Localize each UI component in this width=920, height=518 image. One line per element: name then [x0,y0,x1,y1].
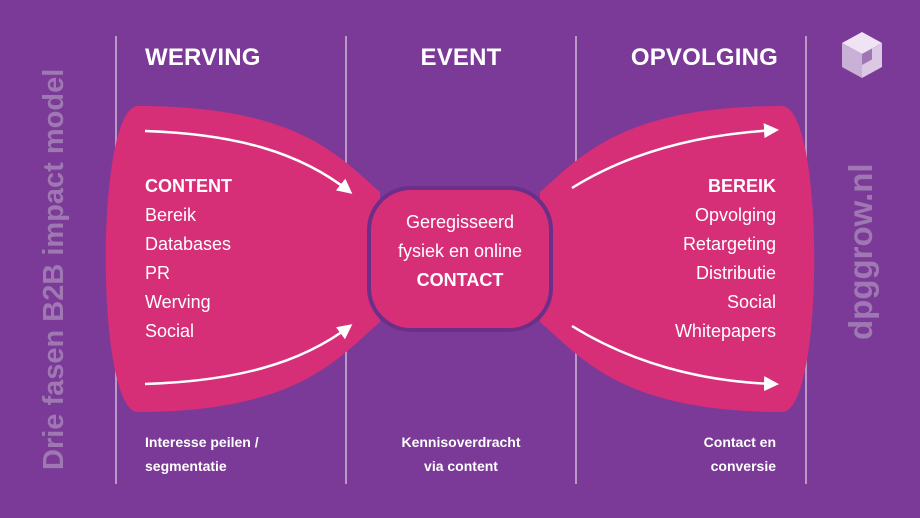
footer-werving-line-1: Interesse peilen / [145,434,259,450]
right-list-heading: BEREIK [707,176,776,196]
arrow-left-top [144,129,353,194]
left-list-item: Databases [145,234,232,254]
footer-werving: Interesse peilen / segmentatie [145,430,259,478]
footer-event-line-2: via content [424,458,498,474]
center-line-2: fysiek en online [397,241,523,261]
right-list: BEREIK Opvolging Retargeting Distributie… [600,172,776,346]
arrow-right-top [571,123,779,190]
footer-opvolging-line-1: Contact en [703,434,776,450]
center-line-1: Geregisseerd [405,212,515,232]
center-text: Geregisseerd fysiek en online CONTACT [372,208,548,295]
center-box [367,186,553,332]
left-wing [105,106,380,412]
right-list-item: Distributie [695,263,776,283]
left-list: CONTENT Bereik Databases PR Werving Soci… [145,172,232,346]
right-list-item: Retargeting [682,234,776,254]
footer-werving-line-2: segmentatie [145,458,227,474]
right-wing [540,106,815,412]
left-list-item: PR [145,263,171,283]
center-heading: CONTACT [416,270,504,290]
arrow-right-bottom [571,324,779,392]
left-list-item: Werving [145,292,211,312]
brand-url: dpggrow.nl [842,163,879,340]
footer-opvolging: Contact en conversie [600,430,776,478]
footer-event-line-1: Kennisoverdracht [401,434,521,450]
right-list-item: Opvolging [694,205,776,225]
column-title-event: EVENT [420,44,502,71]
model-title: Drie fasen B2B impact model [38,68,70,470]
left-list-item: Social [145,321,195,341]
cube-logo-icon [842,32,882,78]
arrow-left-bottom [144,324,353,386]
right-list-item: Whitepapers [674,321,776,341]
left-list-item: Bereik [145,205,197,225]
column-title-werving: WERVING [145,44,261,71]
left-list-heading: CONTENT [145,176,232,196]
column-title-opvolging: OPVOLGING [630,44,778,71]
right-list-item: Social [726,292,776,312]
footer-event: Kennisoverdracht via content [345,430,577,478]
footer-opvolging-line-2: conversie [710,458,776,474]
